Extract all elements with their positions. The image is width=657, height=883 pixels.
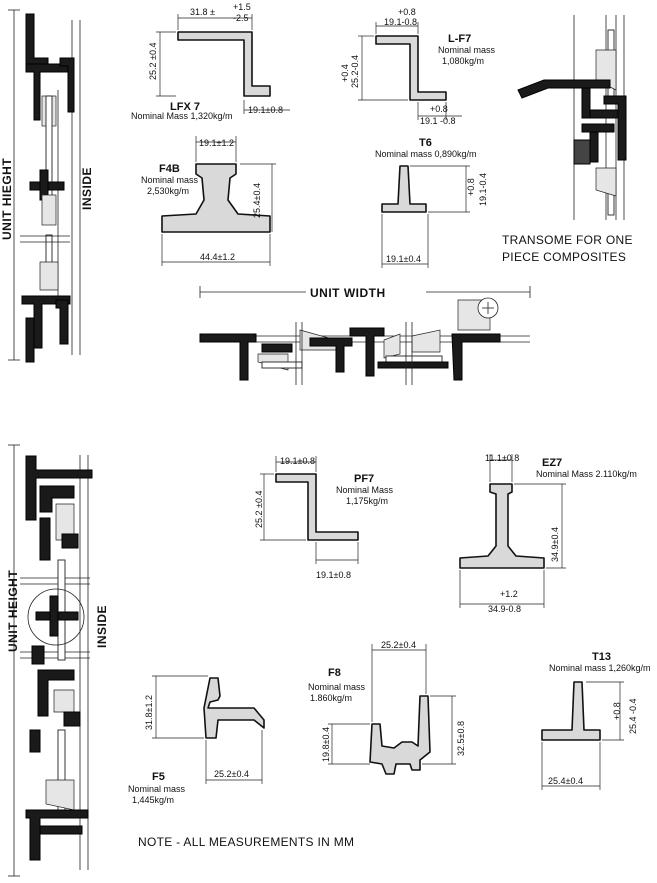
transome-detail: TRANSOME FOR ONE PIECE COMPOSITES <box>502 15 633 264</box>
lfx7-name: LFX 7 <box>170 101 200 113</box>
profile-ez7: 11.1±0.8 34.9±0.4 +1.2 34.9-0.8 EZ7 Nomi… <box>459 453 637 614</box>
bottom-vertical-section: UNIT HEIGHT INSIDE <box>6 444 109 877</box>
inside-label-bottom: INSIDE <box>95 605 109 648</box>
lf7-mass-line2: 1,080kg/m <box>442 56 484 66</box>
f4b-bottom-width: 44.4±1.2 <box>200 252 235 262</box>
ez7-bottom-width: 34.9-0.8 <box>488 604 521 614</box>
profile-lf7: +0.8 19.1-0.8 +0.4 25.2-0.4 +0.8 19.1 -0… <box>340 7 496 126</box>
f5-name: F5 <box>152 771 165 783</box>
t13-height: 25.4 -0.4 <box>628 698 638 734</box>
lfx7-height: 25.2 ±0.4 <box>148 43 158 80</box>
lf7-bottom-tol-plus: +0.8 <box>430 104 448 114</box>
f8-name: F8 <box>328 667 341 679</box>
lf7-height-plus: +0.4 <box>340 64 350 82</box>
lf7-top-width: 19.1-0.8 <box>384 17 417 27</box>
ez7-bottom-tol-plus: +1.2 <box>500 589 518 599</box>
t6-mass: Nominal mass 0,890kg/m <box>375 149 477 159</box>
pf7-mass-line1: Nominal Mass <box>336 485 394 495</box>
horizontal-section: UNIT WIDTH <box>199 283 531 385</box>
f8-mass-line1: Nominal mass <box>308 682 366 692</box>
t13-mass: Nominal mass 1,260kg/m <box>549 663 651 673</box>
lfx7-mass: Nominal Mass 1,320kg/m <box>131 111 233 121</box>
transome-caption-line1: TRANSOME FOR ONE <box>502 233 633 247</box>
unit-width-label: UNIT WIDTH <box>310 286 386 300</box>
f8-top-width: 25.2±0.4 <box>381 640 416 650</box>
ez7-height: 34.9±0.4 <box>550 527 560 562</box>
transome-caption-line2: PIECE COMPOSITES <box>502 250 626 264</box>
t6-width: 19.1±0.4 <box>386 254 421 264</box>
f8-left-height: 19.8±0.4 <box>321 727 331 762</box>
t6-height-plus: +0.8 <box>466 178 476 196</box>
ez7-name: EZ7 <box>542 457 562 469</box>
pf7-top-width: 19.1±0.8 <box>280 456 315 466</box>
t13-height-plus: +0.8 <box>612 702 622 720</box>
f5-height: 31.8±1.2 <box>144 695 154 730</box>
f4b-height: 25.4±0.4 <box>252 183 262 218</box>
f8-mass-line2: 1.860kg/m <box>310 693 352 703</box>
pf7-height: 25.2 ±0.4 <box>254 491 264 528</box>
t13-width: 25.4±0.4 <box>548 776 583 786</box>
f4b-top-width: 19.1±1.2 <box>199 138 234 148</box>
profile-f4b: 19.1±1.2 25.4±0.4 44.4±1.2 F4B Nominal m… <box>141 136 276 266</box>
lfx7-top-tol-minus: -2.5 <box>233 13 249 23</box>
pf7-mass-line2: 1,175kg/m <box>346 496 388 506</box>
f4b-mass-line2: 2,530kg/m <box>147 186 189 196</box>
unit-height-label-top: UNIT HIEGHT <box>0 158 14 240</box>
inside-label-top: INSIDE <box>80 167 94 210</box>
lf7-mass-line1: Nominal mass <box>438 45 496 55</box>
profile-t13: +0.8 25.4 -0.4 25.4±0.4 T13 Nominal mass… <box>541 651 651 790</box>
lf7-bottom-width: 19.1 -0.8 <box>420 116 456 126</box>
t6-name: T6 <box>419 137 432 149</box>
f5-mass-line2: 1,445kg/m <box>132 795 174 805</box>
profile-t6: +0.8 19.1-0.4 19.1±0.4 T6 Nominal mass 0… <box>375 137 488 268</box>
f8-right-height: 32.5±0.8 <box>456 721 466 756</box>
t13-name: T13 <box>592 651 611 663</box>
lfx7-top-tol-plus: +1.5 <box>233 2 251 12</box>
top-vertical-section: UNIT HIEGHT INSIDE <box>0 9 94 363</box>
ez7-mass: Nominal Mass 2.110kg/m <box>536 469 637 479</box>
profile-f5: 31.8±1.2 25.2±0.4 F5 Nominal mass 1,445k… <box>128 675 265 805</box>
f4b-name: F4B <box>159 163 180 175</box>
f5-mass-line1: Nominal mass <box>128 784 186 794</box>
f5-width: 25.2±0.4 <box>214 769 249 779</box>
profile-lfx7: 31.8 ± +1.5 -2.5 25.2 ±0.4 19.1±0.8 LFX … <box>131 2 290 121</box>
unit-height-label-bottom: UNIT HEIGHT <box>6 570 20 652</box>
lf7-top-tol-plus: +0.8 <box>398 7 416 17</box>
pf7-bottom-width: 19.1±0.8 <box>316 570 351 580</box>
t6-height: 19.1-0.4 <box>478 173 488 206</box>
f4b-mass-line1: Nominal mass <box>141 175 199 185</box>
profile-f8: 25.2±0.4 19.8±0.4 32.5±0.8 F8 Nominal ma… <box>308 640 466 775</box>
measurement-note: NOTE - ALL MEASUREMENTS IN MM <box>138 835 354 849</box>
profile-pf7: 19.1±0.8 25.2 ±0.4 19.1±0.8 PF7 Nominal … <box>254 456 394 580</box>
lfx7-bottom-width: 19.1±0.8 <box>248 105 283 115</box>
ez7-top-width: 11.1±0.8 <box>485 453 519 463</box>
lf7-name: L-F7 <box>448 33 471 45</box>
pf7-name: PF7 <box>354 473 374 485</box>
lfx7-top-width: 31.8 ± <box>190 7 215 17</box>
lf7-height: 25.2-0.4 <box>350 55 360 88</box>
